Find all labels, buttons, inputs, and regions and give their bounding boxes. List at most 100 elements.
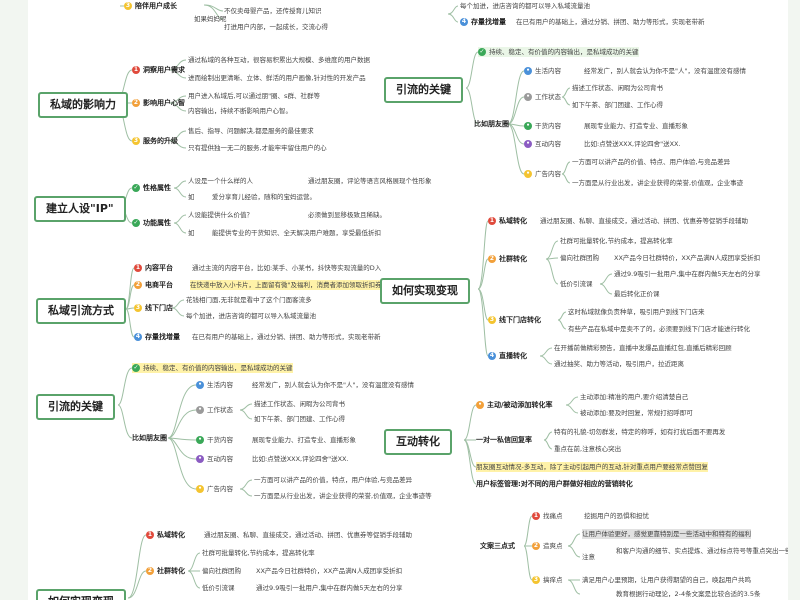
node-label: 干货内容 [535,122,561,130]
leaf-text: 售后、指导、问题解决,都是服务的最佳要求 [188,127,314,135]
category-friend-circle-right: 比如朋友圈 [474,120,509,128]
bullet-icon: • [476,401,484,409]
root-key-left: 引流的关键 [36,394,115,420]
leaf-text: 内容输出，持续不断影响用户心智。 [188,107,292,115]
node-life: •生活内容 [196,380,233,390]
check-icon: ✓ [132,219,140,227]
category-label: 社群转化 [499,255,527,263]
leaf-text-highlight: 在快递中放入小卡片，上面留有微"及福利，消费者添加领取折扣券即可。 [190,280,401,290]
node-ads-right: •广告内容 [524,169,561,179]
leaf-text: 如 [188,229,195,237]
leaf-text: 偏向社群团购 [202,567,241,575]
leaf-text: 通过主流的内容平台，比如:某手、小某书，抖快等实现流量的D入 [192,264,382,272]
number-3-icon: 3 [124,2,132,10]
leaf-text: 被动添加:要及时回复，常规打招呼即可 [580,409,693,417]
root-monetize-right: 如何实现变现 [380,278,470,304]
category-label: 直播转化 [499,352,527,360]
leaf-text: 不仅卖母婴产品，还传授育儿知识 [224,7,322,15]
root-influence: 私域的影响力 [38,92,128,118]
category-copy-three-points: 文案三点式 [480,542,515,550]
leaf-text: 描述工作状态、闲暇为公司背书 [254,400,345,408]
number-2-icon: 2 [146,567,154,575]
leaf-text: 持续、稳定、有价值的内容输出，是私域成功的关键 [489,48,639,56]
bullet-icon: • [196,455,204,463]
key-highlight-right: ✓持续、稳定、有价值的内容输出，是私域成功的关键 [478,47,639,57]
leaf-text: 挖掘用户的恐惧和担忧 [584,512,649,520]
category-label: 电商平台 [145,281,173,289]
node-label: 工作状态 [535,93,561,101]
leaf-text: 经常发广，别人就会认为你不是"人"，没有温度没有感情 [252,381,414,389]
category-label: 洞察用户需求 [143,66,185,74]
leaf-text: XX产品今日社群特价，XX产品满N人成团享受折扣 [614,254,761,262]
bullet-icon: • [524,170,532,178]
root-key-right: 引流的关键 [384,77,463,103]
node-label: 找痛点 [543,512,563,520]
category-label: 存量找增量 [145,333,180,341]
root-interact: 互动转化 [384,429,452,455]
number-3-icon: 3 [134,304,142,312]
node-interactive: •互动内容 [196,454,233,464]
leaf-text: 展现专业能力、打造专业、直播形象 [584,122,688,130]
leaf-text: 注意 [582,553,595,561]
leaf-text: 通过9.9吸引一批用户,集中在群内做5天左右的分享 [256,584,403,592]
category-label: 主动/被动添加转化率 [487,401,553,409]
category-label: 内容平台 [145,264,173,272]
leaf-text: 重点在前,注意核心突出 [554,445,622,453]
leaf-text: 社群可批量转化,节约成本，提高转化率 [560,237,673,245]
leaf-text: 低价引流课 [560,280,593,288]
leaf-text: 偏向社群团购 [560,254,599,262]
leaf-text: 这时私域就像负责种草，吸引用户到线下门店来 [568,308,705,316]
leaf-text: 如下午茶、部门团建、工作心得 [254,415,345,423]
number-1-icon: 1 [488,217,496,225]
leaf-text: 进而绘制出更清晰、立体、鲜活的用户画像,针对性的开发产品 [188,74,366,82]
leaf-text: 最后转化正价课 [614,290,660,298]
leaf-text: 持续、稳定、有价值的内容输出，是私域成功的关键 [143,364,293,372]
node-ads: •广告内容 [196,484,233,494]
leaf-text: 描述工作状态、闲暇为公司背书 [572,84,663,92]
leaf-text: 如果妈妈呢 [194,15,227,23]
node-label: 广告内容 [535,170,561,178]
key-highlight: ✓持续、稳定、有价值的内容输出，是私域成功的关键 [132,363,293,373]
leaf-text: 人设能提供什么价值？ [188,211,253,219]
leaf-text: 在已有用户的基础上，通过分销、拼团、助力等形式，实现老带新 [516,18,705,26]
leaf-text: 打进用户内部，一起成长，交流心得 [224,23,328,31]
leaf-text: 通过私域的各种互动，很容易积累出大规模、多维度的用户数据 [188,56,370,64]
leaf-text: 必须做到显移极致且稀缺。 [308,211,386,219]
category-label: 存量找增量 [471,18,506,26]
leaf-text: 在开播前做精彩预告，直播中发爆品直播红包,直播后精彩回顾 [554,344,732,352]
bullet-icon: • [524,122,532,130]
node-label: 搞痒点 [543,576,563,584]
leaf-text: 只有提供独一无二的服务,才能牢牢留住用户的心 [188,144,327,152]
leaf-text: 通过抽奖、助力等活动，吸引用户，拉近距离 [554,360,684,368]
leaf-text: 每个加进，进店咨询的都可以导入私域流量池 [186,312,316,320]
leaf-text: 比如:点赞送XXX,评论四舍"送XX. [252,455,349,463]
bullet-icon: • [196,406,204,414]
number-1-icon: 1 [132,66,140,74]
node-interactive-right: •互动内容 [524,139,561,149]
leaf-text: 教育根据行动理论，2-4条文案是比较合适的3.5条 [616,590,761,598]
category-label: 私域转化 [499,217,527,225]
category-label: 性格属性 [143,184,171,192]
node-work: •工作状态 [196,405,233,415]
number-1-icon: 1 [146,531,154,539]
leaf-text: 低价引流课 [202,584,235,592]
number-1-icon: 1 [134,264,142,272]
bullet-icon: • [196,381,204,389]
node-label: 互动内容 [207,455,233,463]
category-add-rate: •主动/被动添加转化率 [476,400,553,410]
leaf-text: 和客户沟通的细节、实点提炼、通过标点符号等重点突出一些信息 [616,547,788,555]
number-2-icon: 2 [134,281,142,289]
leaf-text-highlight: 朋友圈互动情况-多互动，除了主动引起用户的互动,针对重点用户要经常点赞回复 [476,462,708,472]
leaf-text: 通过朋友圈、私聊、直接成交，通过活动、拼团、优惠券等促销手段辅助 [204,531,412,539]
leaf-text: 用户进入私域后,可以通过朋"圈、s群、社群等 [188,92,320,100]
